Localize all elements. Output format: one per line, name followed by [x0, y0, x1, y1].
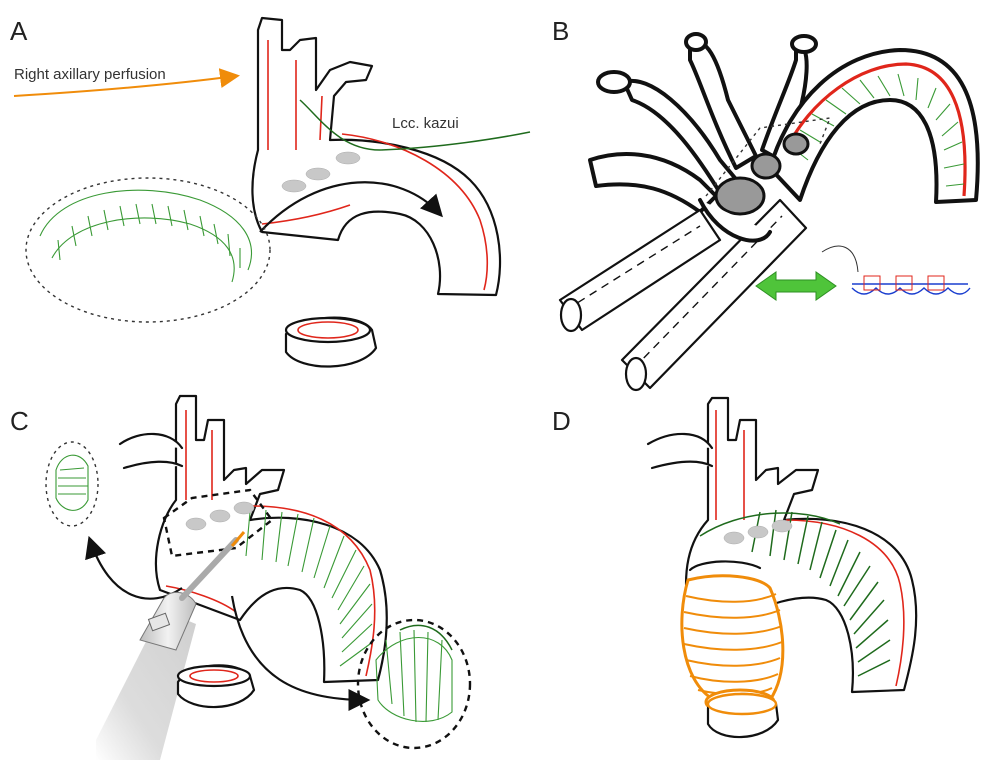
ostium-a-1 — [336, 152, 360, 164]
panel-c: C — [10, 396, 470, 760]
ostium-b-2 — [752, 154, 780, 178]
ostium-b-1 — [716, 178, 764, 214]
panel-c-letter: C — [10, 406, 29, 436]
left-branch-d — [648, 434, 712, 468]
ostium-a-3 — [282, 180, 306, 192]
ostium-a-2 — [306, 168, 330, 180]
ostium-d-3 — [772, 520, 792, 532]
panel-b: B — [552, 16, 978, 390]
panel-a-letter: A — [10, 16, 28, 46]
aorta-a — [252, 18, 500, 295]
graft-callout-c-small — [46, 442, 98, 526]
lcc-label: Lcc. kazui — [392, 115, 459, 132]
valve-d — [708, 694, 778, 737]
panel-b-letter: B — [552, 16, 569, 46]
left-branch-c — [120, 434, 182, 468]
ostium-d-1 — [724, 532, 744, 544]
ostium-c-2 — [210, 510, 230, 522]
ostium-d-2 — [748, 526, 768, 538]
double-arrow-b — [756, 272, 836, 300]
panel-a: A Right axillary perfusion Lcc. kazui — [10, 16, 530, 367]
ostium-c-3 — [234, 502, 254, 514]
suture-detail-b — [822, 246, 970, 294]
ostium-b-3 — [784, 134, 808, 154]
graft-c-large — [376, 625, 452, 722]
graft-a — [40, 190, 251, 282]
valve-c — [178, 665, 254, 707]
right-axillary-label: Right axillary perfusion — [14, 66, 166, 83]
valve-a — [286, 318, 376, 367]
graft-callout-a — [26, 178, 270, 322]
graft-c-small — [56, 455, 88, 510]
ostium-c-1 — [186, 518, 206, 530]
panel-d-letter: D — [552, 406, 571, 436]
panel-d: D — [552, 398, 916, 737]
branch-vessels-b — [590, 34, 816, 212]
